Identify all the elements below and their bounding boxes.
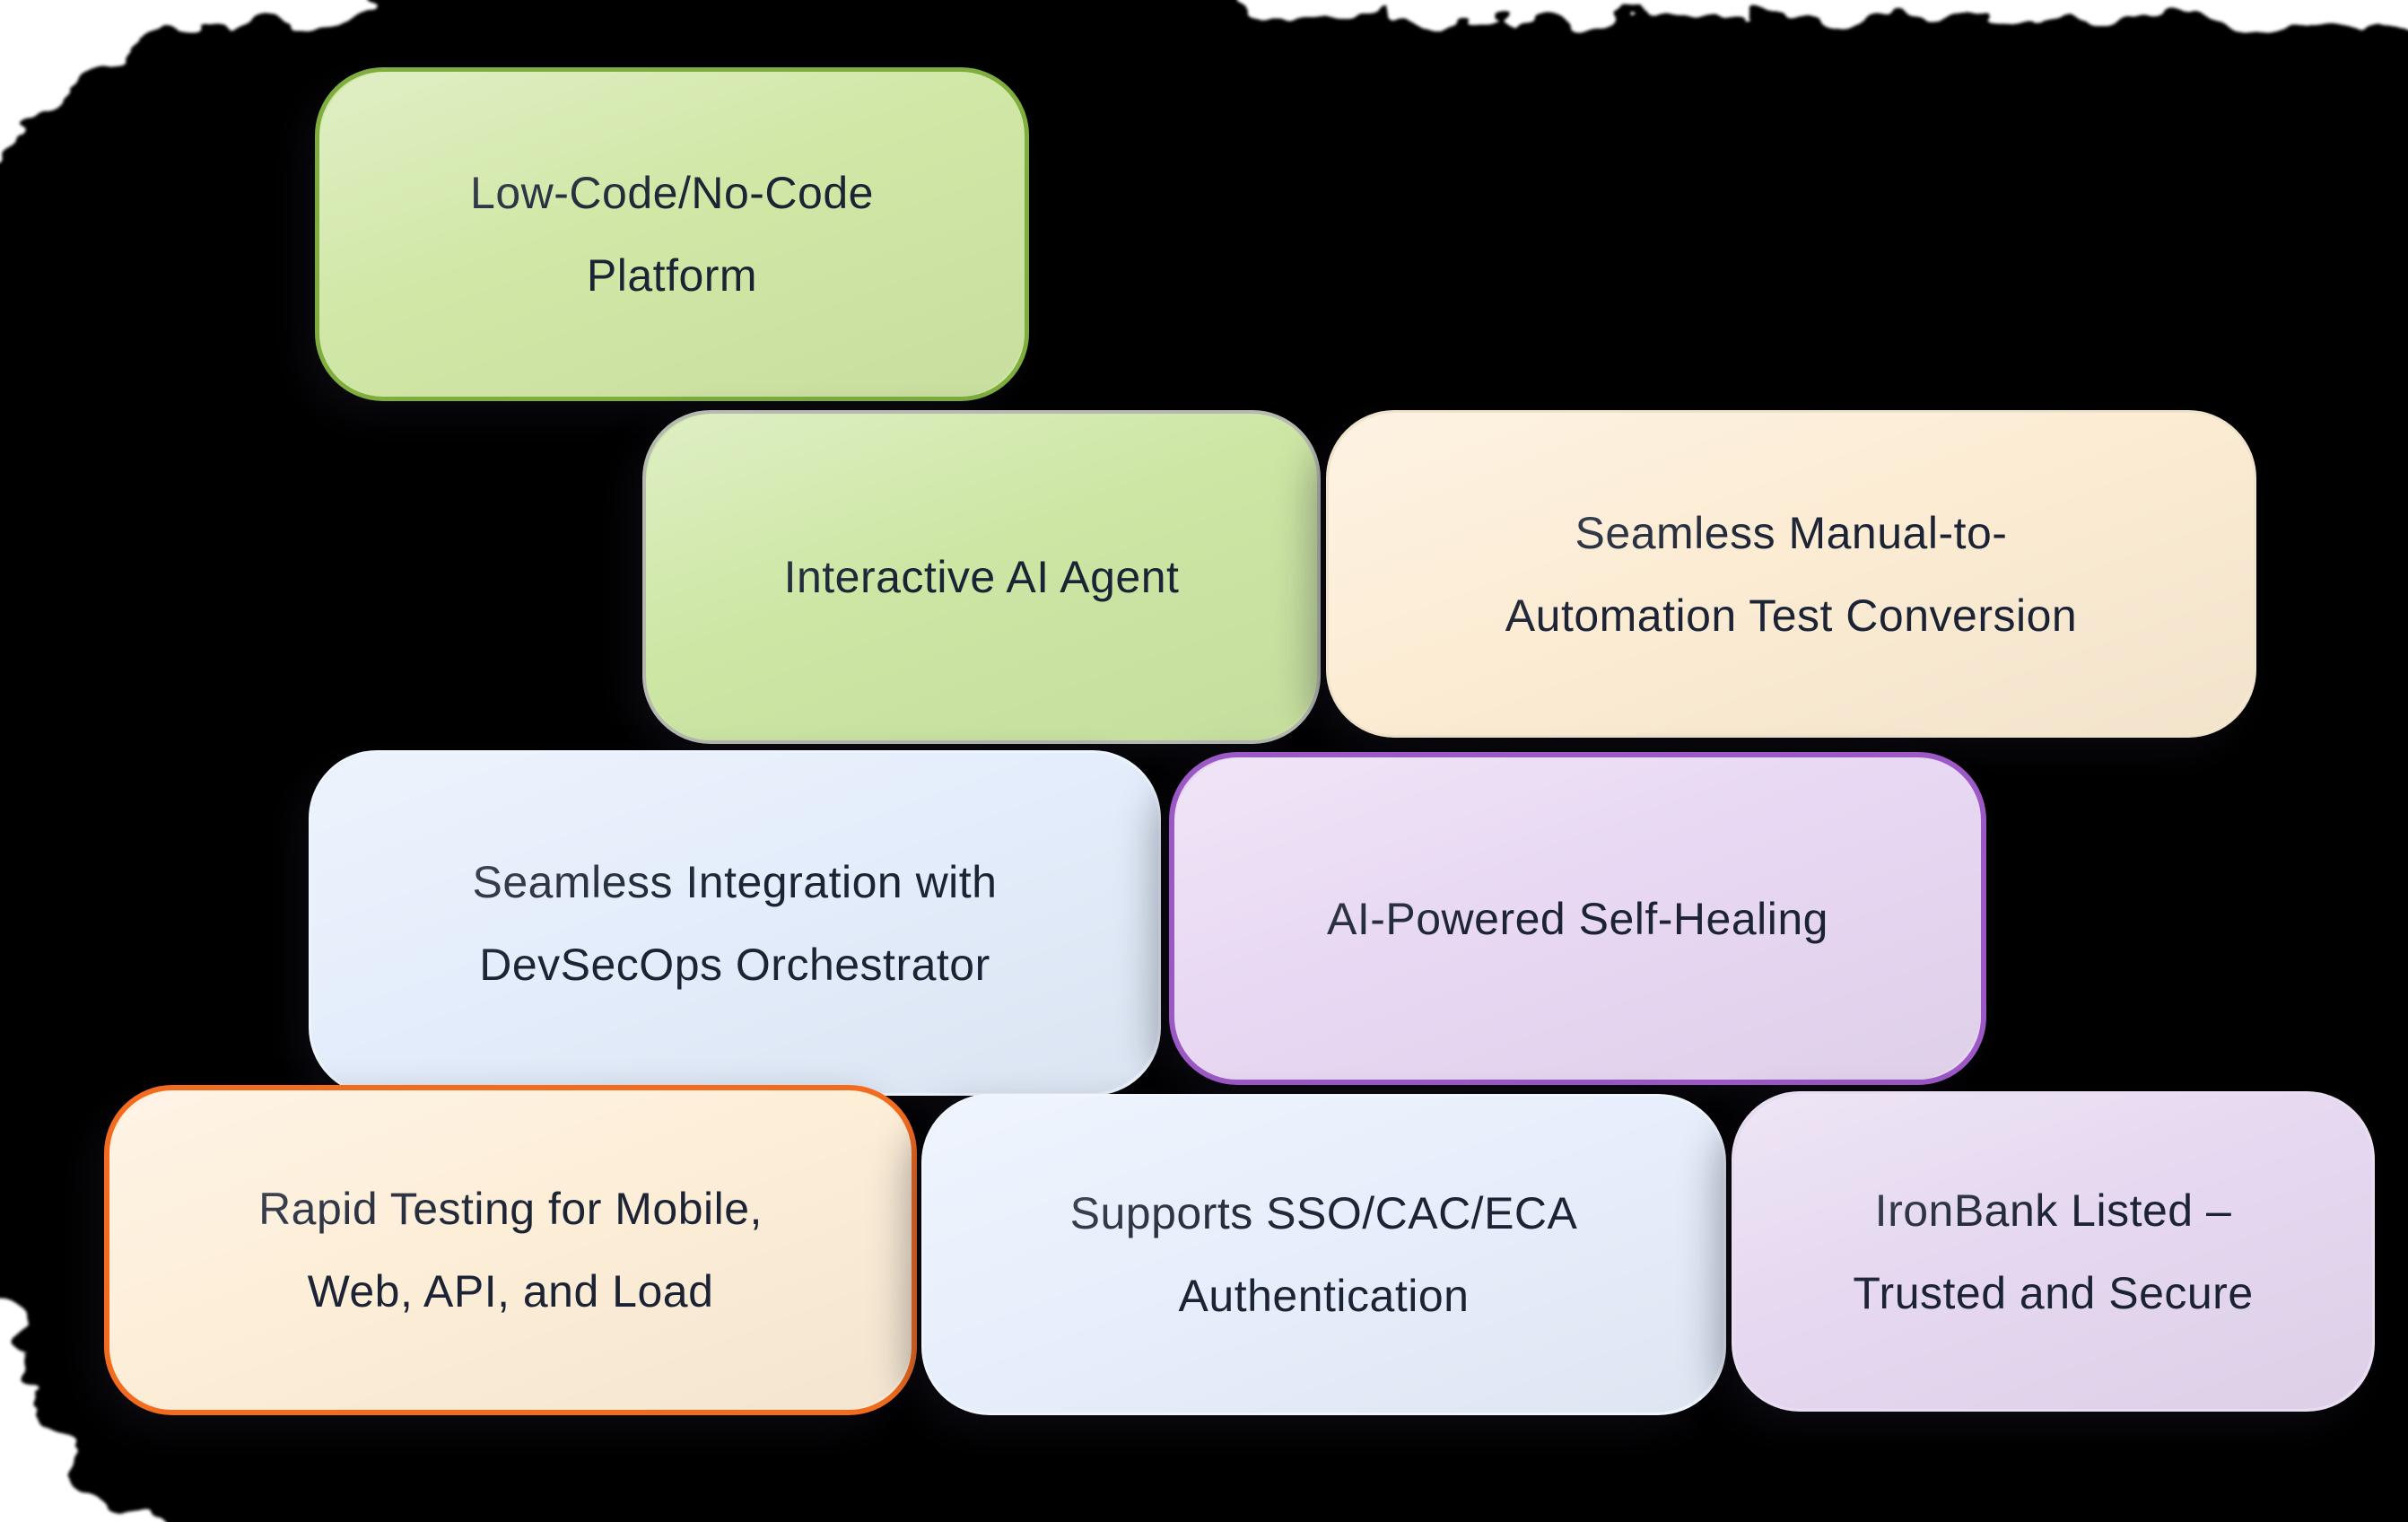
feature-card-label: IronBank Listed – — [1874, 1185, 2232, 1236]
feature-card-label: Authentication — [1178, 1271, 1470, 1321]
feature-card-label: Supports SSO/CAC/ECA — [1069, 1188, 1578, 1238]
feature-card-low-code-no-code-platform: Low-Code/No-Code Platform — [315, 67, 1029, 401]
feature-card-label: Interactive AI Agent — [783, 552, 1180, 602]
feature-card-label: DevSecOps Orchestrator — [479, 939, 990, 990]
feature-card-label: Seamless Manual-to- — [1575, 507, 2008, 558]
feature-card-label: Web, API, and Load — [307, 1266, 714, 1316]
feature-card-interactive-ai-agent: Interactive AI Agent — [642, 410, 1321, 744]
feature-card-label: Platform — [586, 250, 758, 301]
feature-card-rapid-testing-for-mobile-web-api-and-load: Rapid Testing for Mobile, Web, API, and … — [104, 1085, 917, 1415]
feature-card-ai-powered-self-healing: AI-Powered Self-Healing — [1169, 752, 1986, 1085]
feature-card-label: Automation Test Conversion — [1505, 590, 2078, 641]
feature-card-label: Rapid Testing for Mobile, — [258, 1184, 763, 1234]
feature-card-ironbank-listed-trusted-and-secure: IronBank Listed – Trusted and Secure — [1732, 1091, 2375, 1412]
feature-card-seamless-integration-with-devsecops-orchestrator: Seamless Integration with DevSecOps Orch… — [309, 750, 1161, 1096]
feature-card-label: Low-Code/No-Code — [470, 168, 874, 218]
feature-card-label: Seamless Integration with — [472, 856, 998, 907]
feature-card-supports-sso-cac-eca-authentication: Supports SSO/CAC/ECA Authentication — [921, 1094, 1726, 1415]
feature-card-label: Trusted and Secure — [1853, 1267, 2254, 1318]
feature-card-seamless-manual-to-automation-test-conversion: Seamless Manual-to- Automation Test Conv… — [1326, 410, 2256, 738]
feature-card-label: AI-Powered Self-Healing — [1327, 893, 1828, 944]
